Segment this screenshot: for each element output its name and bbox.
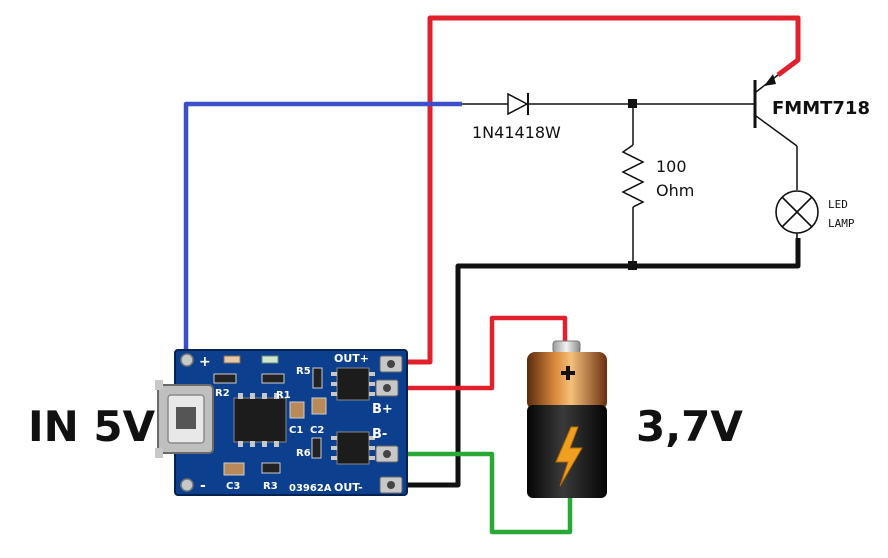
board-part-code: 03962A bbox=[289, 483, 332, 494]
battery-positive-wire bbox=[398, 315, 568, 391]
led-lamp-symbol bbox=[775, 190, 819, 240]
board-out-plus-label: OUT+ bbox=[334, 352, 369, 365]
charger-module-board: OUT+ B+ B- OUT- + - R2 R1 R5 C1 C2 R6 C3… bbox=[155, 349, 408, 496]
input-plus-pad bbox=[180, 353, 194, 367]
board-r6-label: R6 bbox=[296, 448, 311, 459]
lamp-label-line2: LAMP bbox=[828, 217, 855, 230]
positive-output-wire bbox=[402, 15, 801, 365]
resistor-r1 bbox=[261, 373, 285, 384]
capacitor-c1 bbox=[289, 401, 305, 419]
protection-ic bbox=[331, 367, 375, 465]
capacitor-c2 bbox=[311, 397, 327, 415]
board-r3-label: R3 bbox=[263, 481, 278, 492]
diode-symbol bbox=[507, 92, 529, 116]
input-minus-pad bbox=[180, 478, 194, 492]
schematic-circuit bbox=[462, 74, 798, 266]
battery-voltage-label: 3,7V bbox=[636, 402, 743, 451]
board-c2-label: C2 bbox=[310, 425, 324, 436]
board-plus-sign: + bbox=[199, 354, 211, 370]
lightning-icon bbox=[555, 426, 583, 487]
battery bbox=[527, 340, 607, 498]
junction-dot bbox=[628, 261, 637, 270]
resistor-r5 bbox=[312, 367, 323, 389]
ground-wire bbox=[402, 238, 801, 488]
charge-led bbox=[223, 355, 241, 364]
board-r2-label: R2 bbox=[215, 388, 230, 399]
diode-label: 1N41418W bbox=[472, 123, 561, 142]
charger-ic bbox=[233, 393, 287, 447]
resistor-r2 bbox=[213, 373, 237, 384]
resistor-unit-label: Ohm bbox=[656, 181, 694, 200]
resistor-r3 bbox=[261, 462, 281, 474]
resistor-value-label: 100 bbox=[656, 157, 687, 176]
input-sense-wire bbox=[183, 101, 462, 365]
board-r1-label: R1 bbox=[276, 390, 291, 401]
transistor-label: FMMT718 bbox=[772, 98, 870, 119]
lamp-label-line1: LED bbox=[828, 198, 848, 211]
junction-dot bbox=[628, 99, 637, 108]
capacitor-c3 bbox=[223, 462, 245, 476]
battery-negative-wire bbox=[398, 451, 573, 535]
board-r5-label: R5 bbox=[296, 366, 311, 377]
transistor-symbol bbox=[764, 74, 776, 86]
board-b-minus-label: B- bbox=[372, 427, 387, 442]
input-voltage-label: IN 5V bbox=[28, 402, 156, 451]
board-c3-label: C3 bbox=[226, 481, 240, 492]
board-out-minus-label: OUT- bbox=[334, 481, 363, 494]
resistor-r6 bbox=[311, 437, 322, 459]
board-b-plus-label: B+ bbox=[372, 402, 393, 417]
done-led bbox=[261, 355, 279, 364]
board-minus-sign: - bbox=[200, 478, 206, 494]
micro-usb-port bbox=[155, 380, 214, 458]
board-c1-label: C1 bbox=[289, 425, 303, 436]
